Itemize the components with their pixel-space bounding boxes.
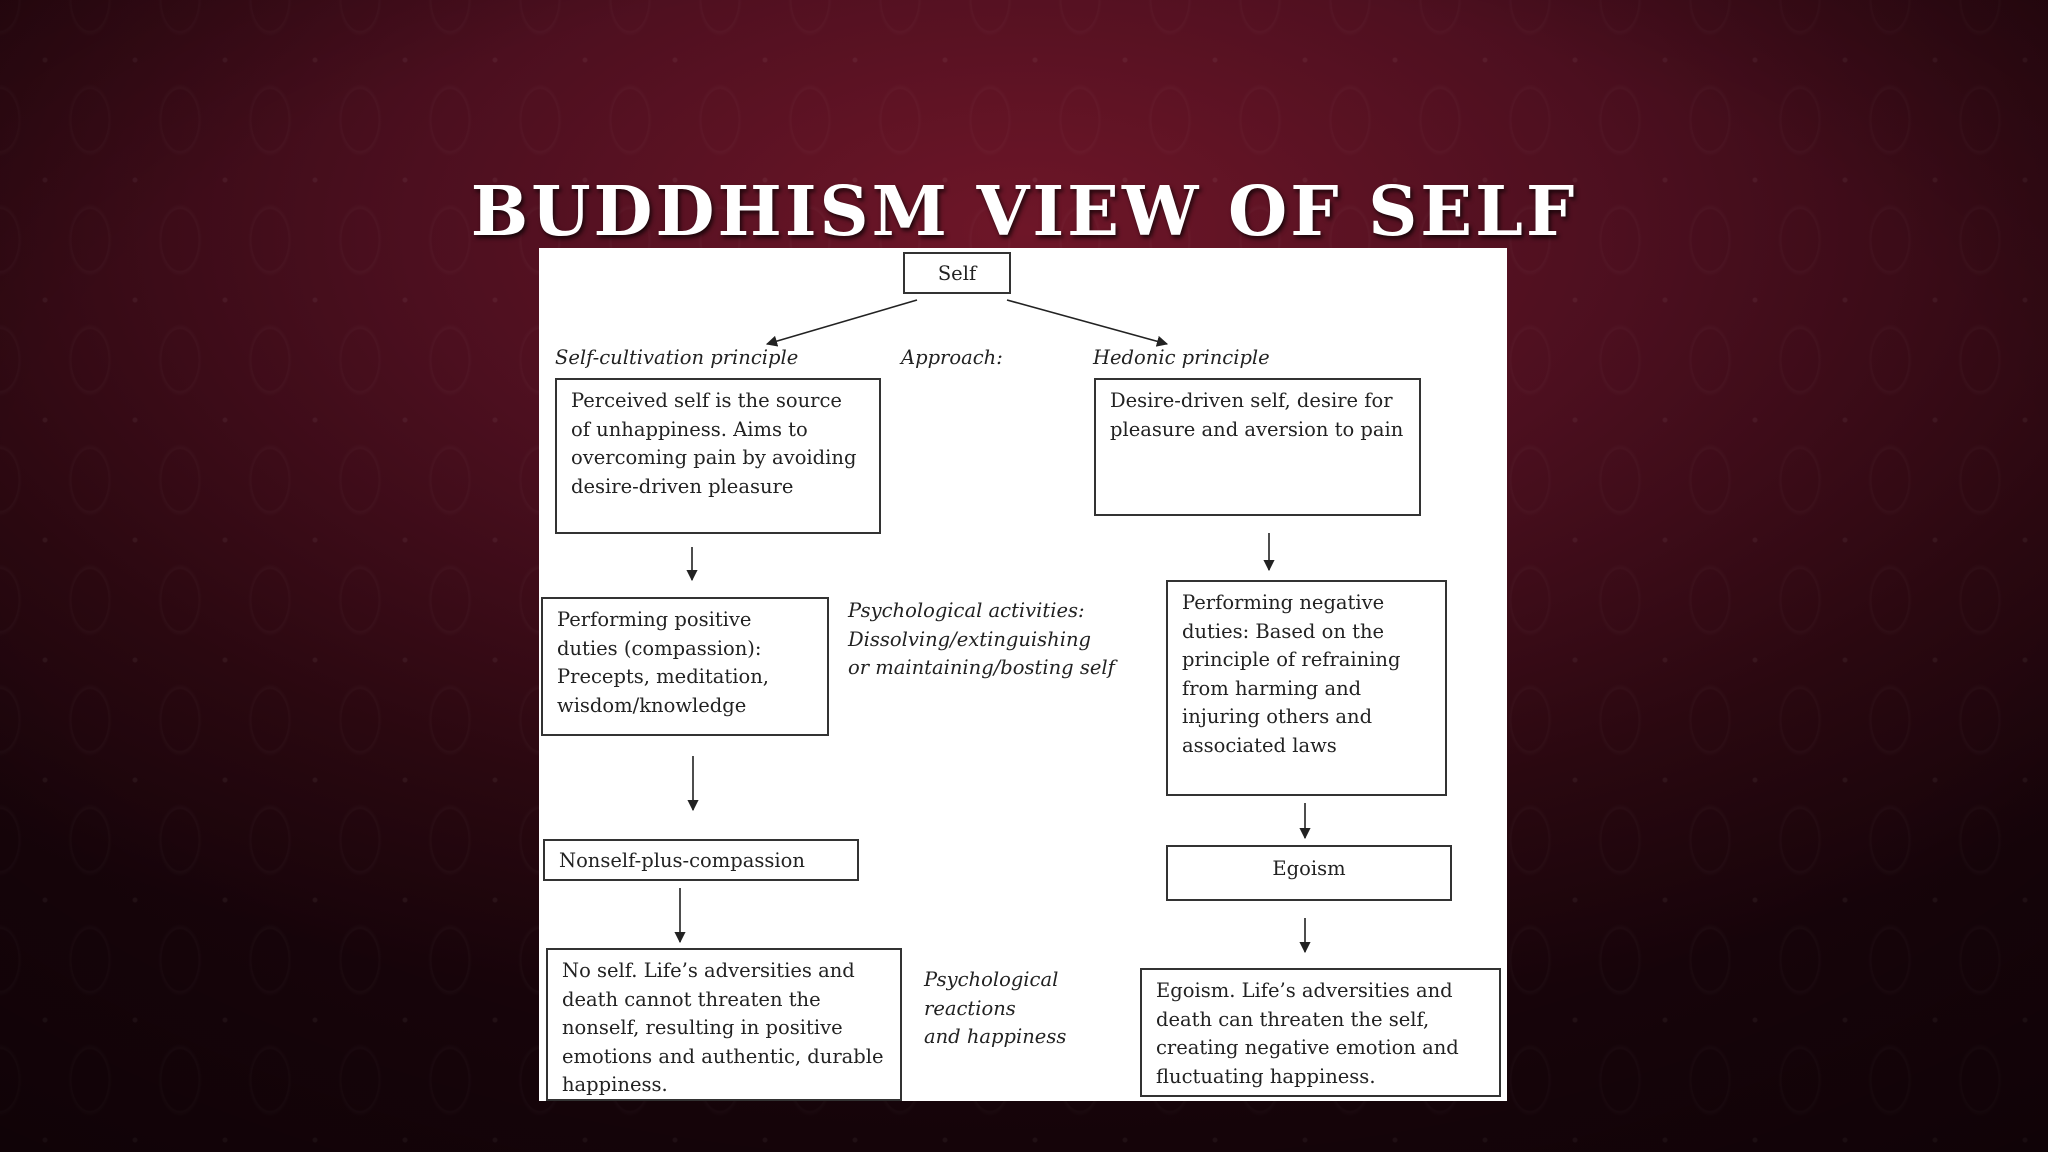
psychological-reactions-label: Psychological reactions and happiness <box>924 968 1067 1048</box>
arrow-self-to-left <box>765 299 918 347</box>
right-state-box: Egoism <box>1166 845 1452 901</box>
right-activity-box: Performing negative duties: Based on the… <box>1166 580 1447 796</box>
left-principle-label: Self-cultivation principle <box>555 346 799 369</box>
approach-label: Approach: <box>901 346 1003 369</box>
arrow-self-to-right <box>1006 299 1169 347</box>
left-state-box: Nonself-plus-compassion <box>543 839 859 881</box>
right-principle-label: Hedonic principle <box>1093 346 1270 369</box>
diagram-arrows <box>674 299 1311 954</box>
self-diagram: Self Self-cultivation principle Approach… <box>539 248 1507 1101</box>
slide-title: BUDDHISM VIEW OF SELF <box>470 172 1578 252</box>
left-outcome-box: No self. Life’s adversities and death ca… <box>546 948 902 1101</box>
right-outcome-box: Egoism. Life’s adversities and death can… <box>1140 968 1501 1097</box>
left-activity-box: Performing positive duties (compassion):… <box>541 597 829 736</box>
self-box: Self <box>903 252 1011 294</box>
left-approach-box: Perceived self is the source of unhappin… <box>555 378 881 534</box>
psychological-activities-label: Psychological activities: Dissolving/ext… <box>848 599 1115 679</box>
right-approach-box: Desire-driven self, desire for pleasure … <box>1094 378 1421 516</box>
